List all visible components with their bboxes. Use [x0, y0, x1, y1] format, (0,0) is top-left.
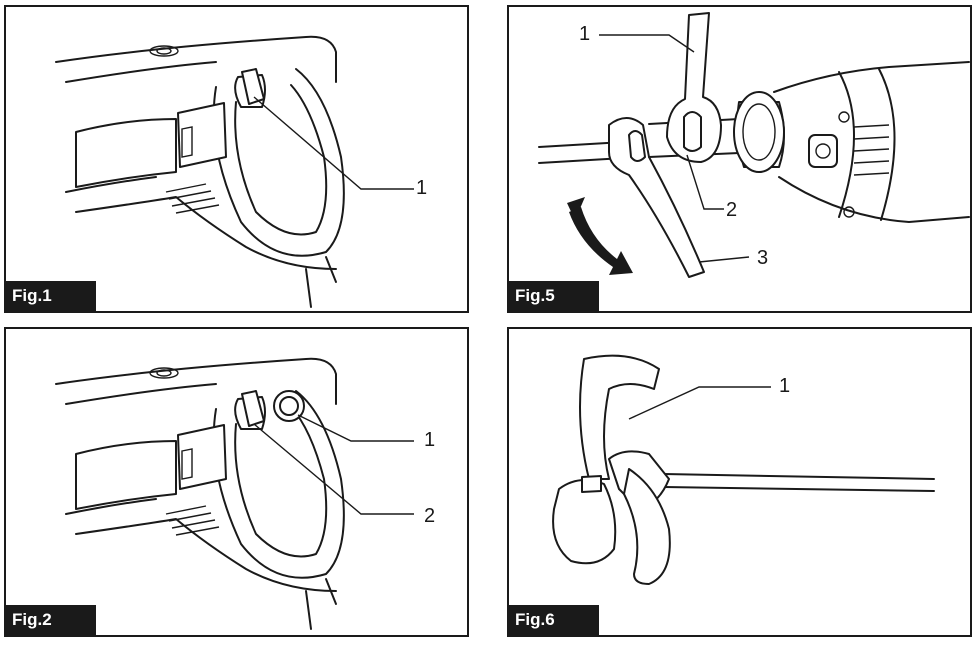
figure-label: Fig.2: [6, 605, 96, 635]
callout-number: 1: [416, 177, 428, 199]
fig1-tool-handle-illustration: [55, 35, 414, 308]
fig6-mixing-paddle-illustration: [552, 354, 935, 585]
figure-label: Fig.5: [509, 281, 599, 311]
callout-number: 1: [779, 375, 791, 397]
callout-number: 3: [757, 247, 769, 269]
figure-panel-fig5: 1 2 3 Fig.5: [507, 5, 972, 313]
callout-number: 1: [579, 23, 591, 45]
figure-label: Fig.6: [509, 605, 599, 635]
figure-panel-fig1: 1 Fig.1: [4, 5, 469, 313]
fig5-spindle-wrench-illustration: [538, 12, 970, 278]
figure-panel-fig6: 1 Fig.6: [507, 327, 972, 637]
callout-number: 2: [424, 505, 436, 527]
figure-label: Fig.1: [6, 281, 96, 311]
fig2-tool-handle-illustration: [55, 357, 414, 630]
callout-number: 2: [726, 199, 738, 221]
callout-number: 1: [424, 429, 436, 451]
figure-panel-fig2: 1 2 Fig.2: [4, 327, 469, 637]
